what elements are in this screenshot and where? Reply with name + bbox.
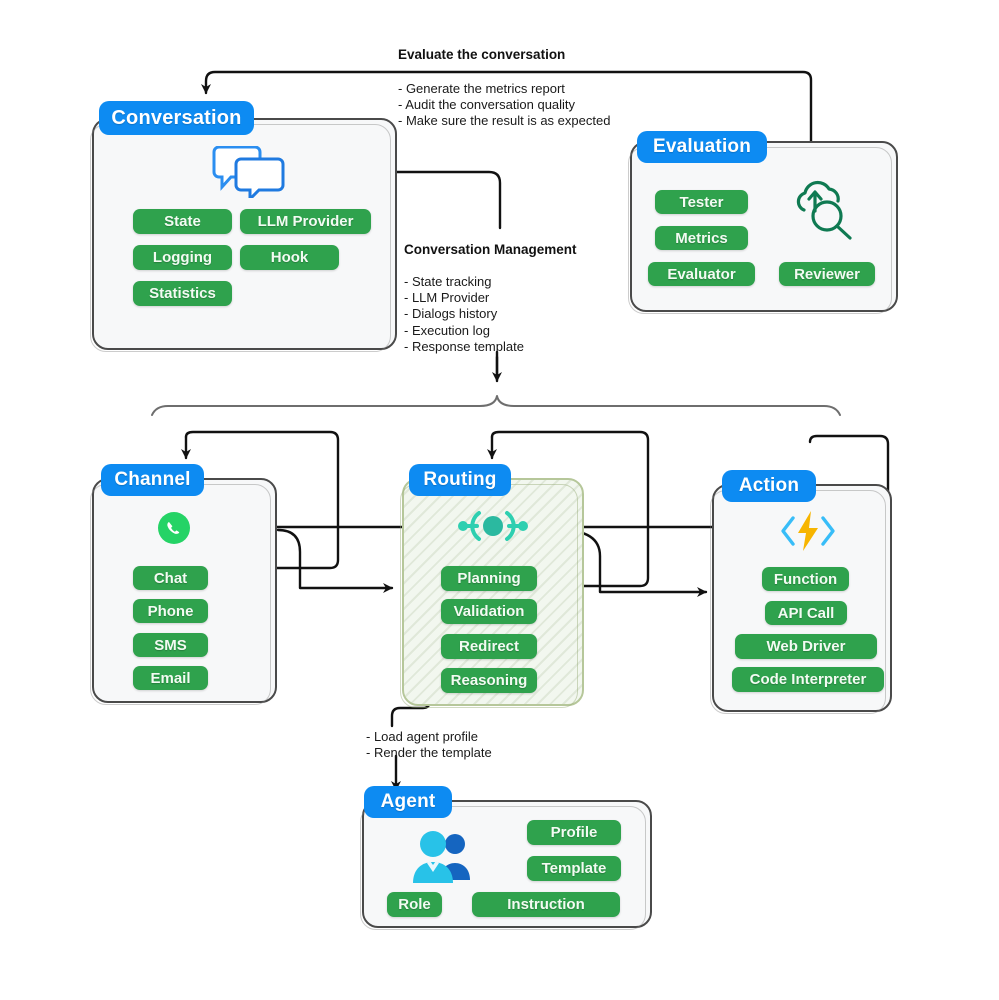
note-item: - LLM Provider [404,290,490,306]
pill-template[interactable]: Template [527,856,621,881]
pill-sms[interactable]: SMS [133,633,208,657]
panel-channel[interactable] [90,478,277,705]
pill-email[interactable]: Email [133,666,208,690]
pill-planning[interactable]: Planning [441,566,537,591]
panel-title-routing[interactable]: Routing [409,464,511,496]
note-title-conversation-management: Conversation Management [404,242,577,257]
pill-profile[interactable]: Profile [527,820,621,845]
pill-api-call[interactable]: API Call [765,601,847,625]
panel-title-agent[interactable]: Agent [364,786,452,818]
pill-validation[interactable]: Validation [441,599,537,624]
chat-bubbles-icon [210,145,286,203]
pill-instruction[interactable]: Instruction [472,892,620,917]
lightning-code-icon [778,508,838,554]
note-item: - State tracking [404,274,492,289]
pill-chat[interactable]: Chat [133,566,208,590]
pill-metrics[interactable]: Metrics [655,226,748,250]
panel-title-action[interactable]: Action [722,470,816,502]
note-item: - Dialogs history [404,306,498,322]
note-title-evaluate: Evaluate the conversation [398,47,566,62]
routing-hub-icon [455,503,531,549]
note-item: - Generate the metrics report [398,81,565,96]
whatsapp-icon [156,510,192,546]
pill-llm-provider[interactable]: LLM Provider [240,209,371,234]
pill-role[interactable]: Role [387,892,442,917]
cloud-search-icon [790,178,860,246]
pill-code-interpreter[interactable]: Code Interpreter [732,667,884,692]
brace-split [151,395,841,416]
pill-statistics[interactable]: Statistics [133,281,232,306]
pill-phone[interactable]: Phone [133,599,208,623]
panel-routing[interactable] [400,478,584,708]
note-list-conversation-management: - State tracking - LLM Provider - Dialog… [404,274,524,355]
pill-logging[interactable]: Logging [133,245,232,270]
pill-reasoning[interactable]: Reasoning [441,668,537,693]
pill-reviewer[interactable]: Reviewer [779,262,875,286]
wire-channel-to-routing [276,528,394,593]
panel-title-conversation[interactable]: Conversation [99,101,254,135]
pill-function[interactable]: Function [762,567,849,591]
pill-state[interactable]: State [133,209,232,234]
note-list-evaluate: - Generate the metrics report - Audit th… [398,81,610,130]
note-item: - Execution log [404,322,490,338]
panel-conversation[interactable] [90,118,397,352]
note-item: - Audit the conversation quality [398,97,576,113]
note-list-agent: - Load agent profile - Render the templa… [366,729,492,761]
note-item: - Make sure the result is as expected [398,113,611,129]
note-item: - Response template [404,338,524,354]
users-icon [410,828,476,886]
pill-tester[interactable]: Tester [655,190,748,214]
pill-hook[interactable]: Hook [240,245,339,270]
panel-title-channel[interactable]: Channel [101,464,204,496]
pill-redirect[interactable]: Redirect [441,634,537,659]
note-item: - Render the template [366,745,492,761]
note-item: - Load agent profile [366,729,479,744]
pill-evaluator[interactable]: Evaluator [648,262,755,286]
pill-web-driver[interactable]: Web Driver [735,634,877,659]
panel-title-evaluation[interactable]: Evaluation [637,131,767,163]
